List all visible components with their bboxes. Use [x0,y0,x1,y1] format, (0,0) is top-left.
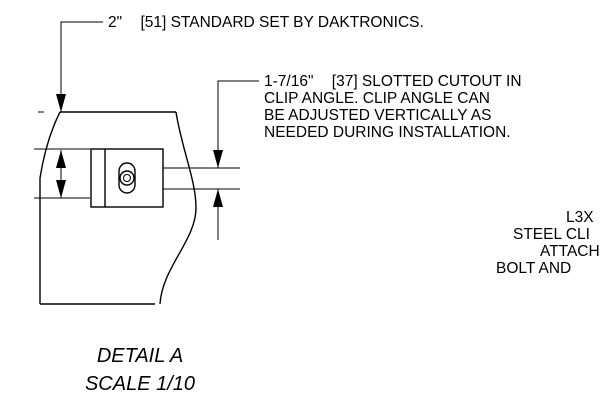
detail-scale: SCALE 1/10 [85,373,195,395]
slot-note-line-2: CLIP ANGLE. CLIP ANGLE CAN [264,90,490,107]
slot-cutout [118,162,136,194]
top-note-text: [51] STANDARD SET BY DAKTRONICS. [140,14,423,31]
left-dimension [34,148,90,199]
slot-note-leader [217,80,259,88]
slot-note-line-1: 1-7/16" [37] SLOTTED CUTOUT IN [264,73,522,90]
right-dimension [213,88,223,240]
top-note-dimension: 2" [108,14,122,31]
top-note-leader [56,21,103,112]
clip-note-line-2: STEEL CLI [513,226,590,243]
detail-title: DETAIL A [97,345,183,367]
slot-note-dimension: 1-7/16" [264,73,313,90]
panel-outline [38,111,197,305]
top-note: 2" [51] STANDARD SET BY DAKTRONICS. [108,14,424,31]
clip-note-line-1: L3X [566,209,594,226]
slot-note-line-4: NEEDED DURING INSTALLATION. [264,124,511,141]
slot-note-line-3: BE ADJUSTED VERTICALLY AS [264,107,491,124]
clip-angle [90,148,240,208]
clip-note-line-4: BOLT AND [496,260,571,277]
clip-note-line-3: ATTACH [540,243,600,260]
slot-note-text: [37] SLOTTED CUTOUT IN [332,73,522,90]
